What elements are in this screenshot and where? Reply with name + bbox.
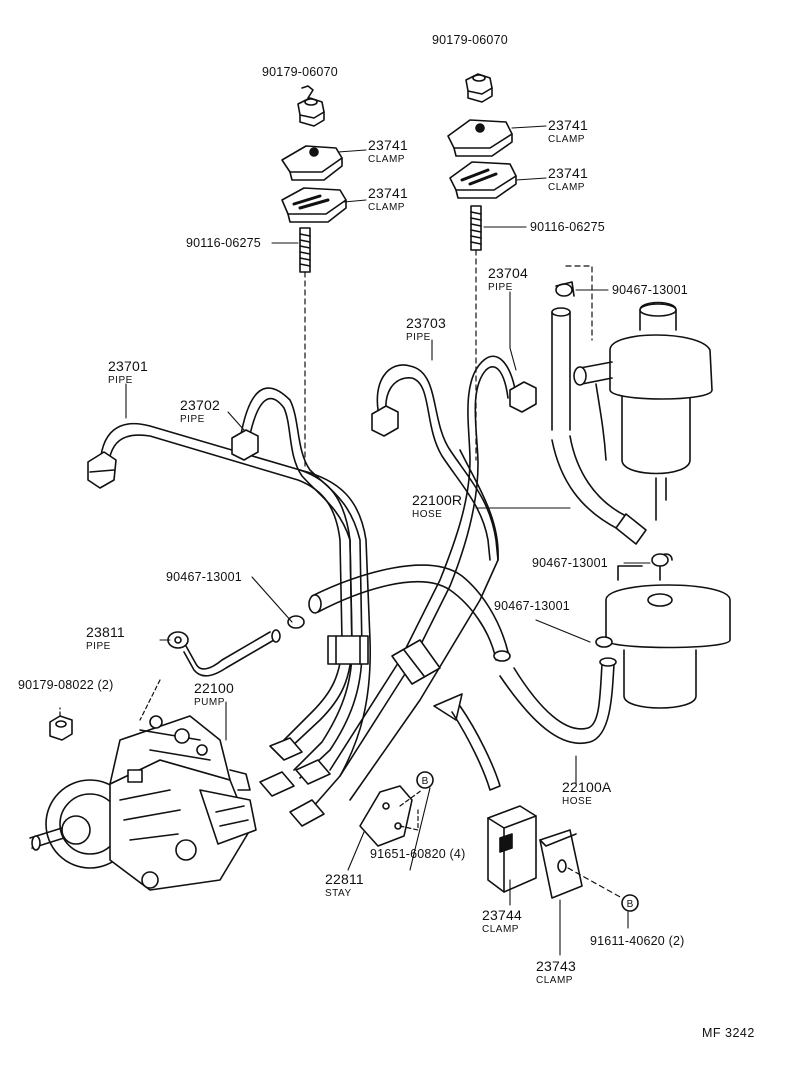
label-stud-90116-06275-right: 90116-06275: [530, 220, 605, 234]
part-number: 22100: [194, 680, 234, 696]
part-number: 23811: [86, 624, 125, 640]
label-clamp-23741-a: 23741 CLAMP: [368, 138, 408, 165]
pipe-bundle-right-third: [349, 449, 499, 801]
label-clamp-23741-d: 23741 CLAMP: [548, 166, 588, 193]
part-name: PUMP: [194, 697, 225, 708]
part-name: CLAMP: [368, 202, 405, 213]
clamp-23741-right-top: [447, 119, 513, 157]
part-name: HOSE: [562, 796, 593, 807]
part-name: PIPE: [406, 332, 431, 343]
dash-box-top: [565, 265, 593, 341]
figure-code: MF 3242: [702, 1026, 755, 1040]
clamp-23741-left-bottom: [281, 187, 347, 223]
label-clamp-23741-c: 23741 CLAMP: [548, 118, 588, 145]
part-name: CLAMP: [482, 924, 519, 935]
part-number: 22100A: [562, 779, 612, 795]
part-name: HOSE: [412, 509, 443, 520]
part-name: STAY: [325, 888, 352, 899]
label-nut-90179-06070-left: 90179-06070: [262, 65, 338, 79]
part-number: 23741: [548, 165, 588, 181]
part-name: CLAMP: [548, 182, 585, 193]
part-name: PIPE: [108, 375, 133, 386]
stay-22811: [359, 785, 423, 847]
hose-22100r: [551, 435, 647, 545]
part-number: 23741: [548, 117, 588, 133]
label-clamp-23744: 23744 CLAMP: [482, 908, 522, 935]
part-number: 23703: [406, 315, 446, 331]
part-number: 23701: [108, 358, 148, 374]
hose-long-upper: [308, 564, 511, 662]
label-nut-90179-06070-right: 90179-06070: [432, 33, 508, 47]
label-clamp-23741-b: 23741 CLAMP: [368, 186, 408, 213]
clip-90467-left: [287, 615, 305, 629]
label-pipe-23702: 23702 PIPE: [180, 398, 220, 425]
label-pipe-23811: 23811 PIPE: [86, 625, 125, 652]
label-bolt-91651-60820: 91651-60820 (4): [370, 847, 466, 861]
clip-90467-mid: [651, 553, 669, 567]
pipe-23811: [167, 629, 281, 677]
part-number: 23743: [536, 958, 576, 974]
pipe-23702: [231, 387, 363, 779]
label-pump-22100: 22100 PUMP: [194, 681, 234, 708]
label-bolt-91611-40620: 91611-40620 (2): [590, 934, 685, 948]
pipe-23701: [87, 422, 353, 749]
part-number: 22100R: [412, 492, 463, 508]
part-number: 23741: [368, 185, 408, 201]
stud-left: [299, 227, 311, 471]
pipe-23703: [371, 364, 499, 561]
part-number: 23702: [180, 397, 220, 413]
pipe-bundle-third: [299, 469, 372, 809]
short-hose-vertical: [551, 307, 571, 431]
leader-lines: [125, 125, 651, 956]
label-pipe-23704: 23704 PIPE: [488, 266, 528, 293]
hose-22100a: [499, 657, 617, 745]
label-clamp-23743: 23743 CLAMP: [536, 959, 576, 986]
label-pipe-23701: 23701 PIPE: [108, 359, 148, 386]
pipe-23704: [329, 355, 537, 777]
label-hose-22100a: 22100A HOSE: [562, 780, 611, 807]
direction-arrow: [433, 693, 501, 791]
clamp-23743: [539, 829, 623, 899]
part-name: CLAMP: [368, 154, 405, 165]
part-name: PIPE: [488, 282, 513, 293]
part-number: 22811: [325, 871, 364, 887]
nut-right: [465, 73, 493, 103]
clip-90467-right: [595, 636, 613, 648]
label-clip-90467-13001-top: 90467-13001: [612, 283, 688, 297]
label-clip-90467-13001-left: 90467-13001: [166, 570, 242, 584]
label-pipe-23703: 23703 PIPE: [406, 316, 446, 343]
pipe-fittings: [259, 737, 331, 827]
nut-pump: [49, 679, 161, 741]
part-name: PIPE: [86, 641, 111, 652]
label-clip-90467-13001-right: 90467-13001: [494, 599, 570, 613]
label-nut-90179-08022: 90179-08022 (2): [18, 678, 114, 692]
nut-left: [297, 85, 325, 127]
fuel-filter-upper: [573, 301, 713, 521]
circle-b-clamp: [621, 894, 639, 912]
injection-pump: [29, 715, 257, 891]
part-number: 23744: [482, 907, 522, 923]
part-name: CLAMP: [548, 134, 585, 145]
label-stay-22811: 22811 STAY: [325, 872, 364, 899]
part-number: 23741: [368, 137, 408, 153]
fuel-filter-lower: [605, 553, 731, 709]
circle-b-stay-letter: B: [422, 776, 429, 787]
part-number: 23704: [488, 265, 528, 281]
label-clip-90467-13001-mid: 90467-13001: [532, 556, 608, 570]
circle-b-stay: [416, 771, 434, 789]
clamp-23744: [487, 805, 537, 893]
label-stud-90116-06275-left: 90116-06275: [186, 236, 261, 250]
part-name: PIPE: [180, 414, 205, 425]
bundle-clamp-right: [391, 639, 441, 685]
clamp-23741-right-bottom: [449, 161, 517, 199]
circle-b-clamp-letter: B: [627, 899, 634, 910]
label-hose-22100r: 22100R HOSE: [412, 493, 462, 520]
clip-90467-top: [555, 281, 575, 297]
clamp-23741-left-top: [281, 145, 343, 181]
bundle-clamp-left: [327, 635, 369, 665]
part-name: CLAMP: [536, 975, 573, 986]
